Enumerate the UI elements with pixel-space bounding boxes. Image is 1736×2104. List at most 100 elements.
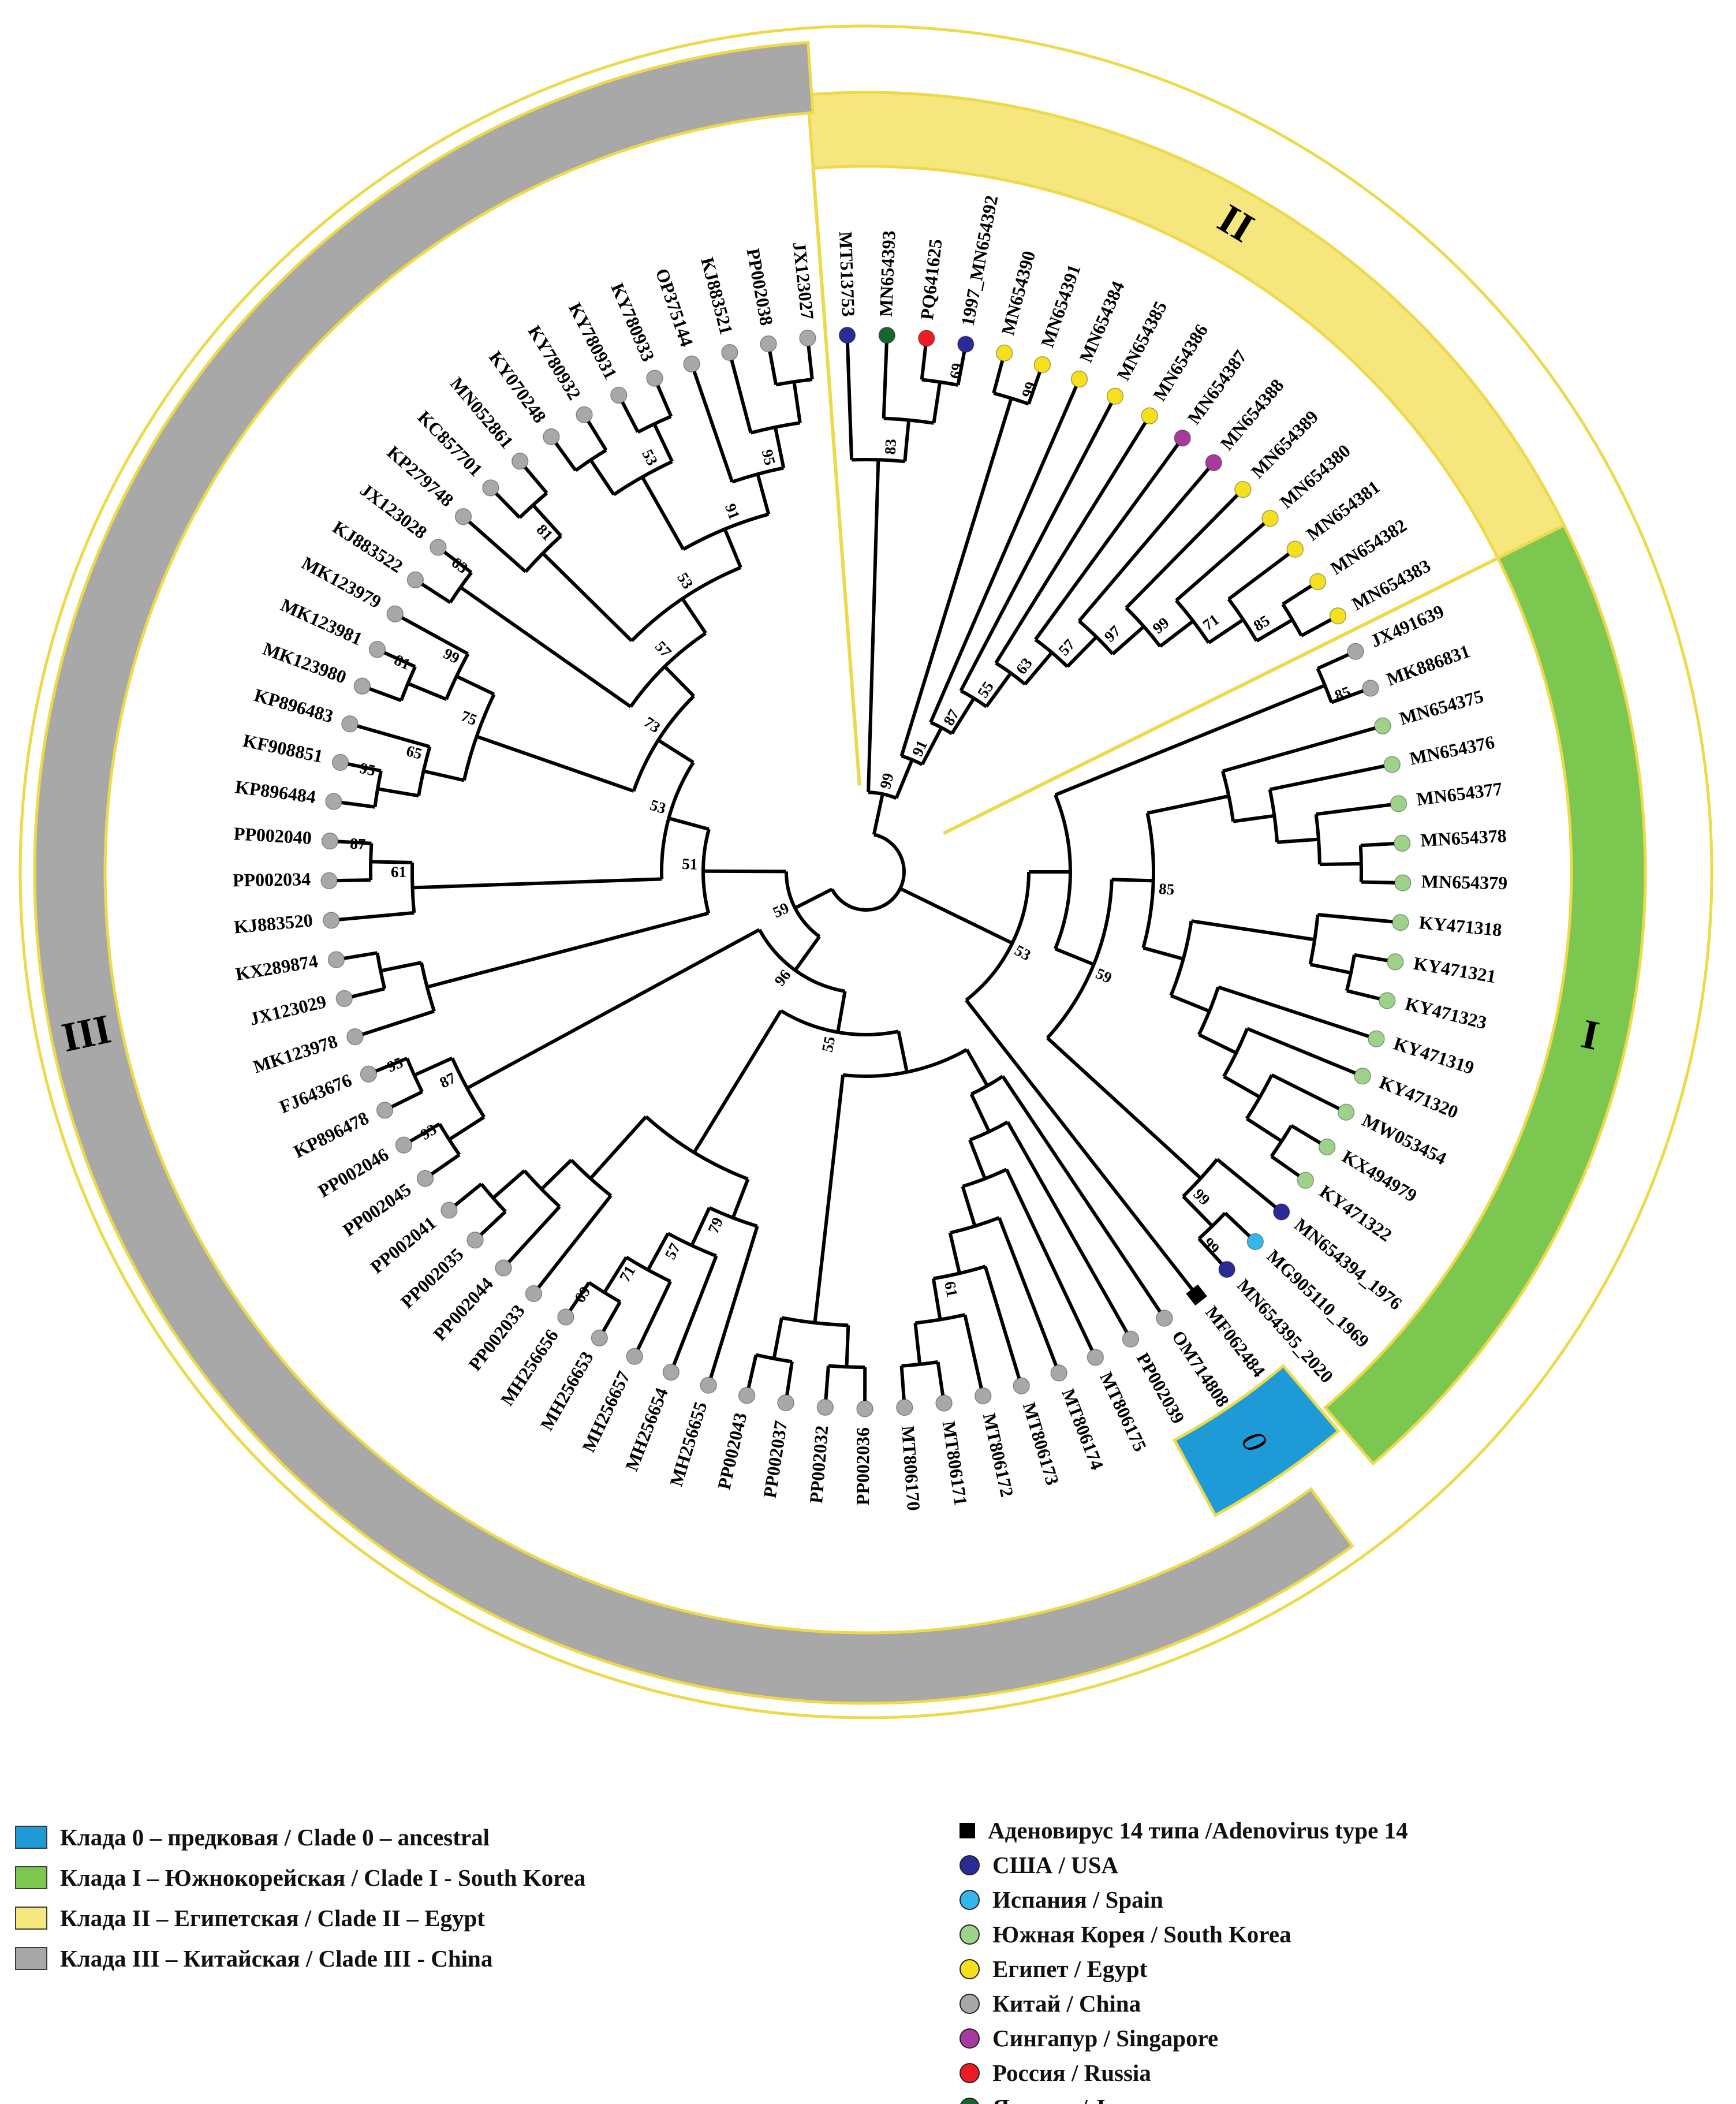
country-dot-china [626,1348,643,1365]
country-dot-usa [838,326,856,344]
branch [756,473,771,515]
branch-arc [1197,986,1220,1036]
branch [1309,963,1352,975]
country-dot-china [1050,1364,1067,1382]
clade-label-III: III [58,1006,115,1061]
branch-arc [757,928,846,993]
branch [1216,1158,1283,1214]
branch [1006,1121,1133,1340]
branch-arc [574,449,607,472]
country-dot-south_korea [1337,1103,1355,1121]
country-dot-singapore [1174,429,1191,447]
marker-swatch-usa [960,1855,980,1875]
legend-clades: Клада 0 – предковая / Clade 0 – ancestra… [15,1823,585,1972]
bootstrap-value: 95 [759,447,779,467]
taxon-label-PQ641625: PQ641625 [916,238,946,321]
legend-item-china: Китай / China [960,1990,1408,2017]
legend-label-spain: Испания / Spain [992,1886,1163,1913]
marker-swatch-japan [960,2097,980,2104]
branch-arc [523,1169,561,1208]
taxon-label-MN654393: MN654393 [875,230,899,318]
country-dot-china [856,1400,873,1417]
taxon-label-KY780933: KY780933 [607,280,659,365]
branch [423,769,465,782]
branch [681,598,707,635]
taxon-label-JX123029: JX123029 [248,991,328,1029]
branch [589,1115,648,1180]
branch [540,1158,573,1191]
country-dot-china [1362,680,1379,697]
country-dot-egypt [1261,509,1279,527]
legend-item-usa: США / USA [960,1851,1408,1879]
country-dot-south_korea [1379,992,1396,1009]
branch [1233,814,1275,823]
branch-arc [929,721,953,736]
country-dot-egypt [1033,356,1051,374]
branch [532,503,562,538]
clade-band-III [33,40,1354,1705]
branch-arc [1078,620,1114,655]
branch [1182,1195,1214,1228]
country-dot-south_korea [1390,795,1408,812]
country-dot-china [395,1136,413,1154]
branch [1218,985,1377,1041]
country-dot-china [1156,1310,1173,1327]
branch [961,1185,977,1227]
branch [633,1281,673,1357]
branch [1054,684,1326,797]
country-dot-china [799,329,816,347]
country-dot-south_korea [1368,1030,1385,1047]
country-dot-china [430,539,447,556]
taxon-label-MN654379: MN654379 [1421,871,1507,893]
taxon-label-MN654378: MN654378 [1420,825,1507,850]
country-dot-egypt [1141,407,1158,425]
bootstrap-value: 71 [1200,611,1222,634]
bootstrap-value: 75 [458,707,479,729]
branch [931,1278,942,1320]
country-dot-usa [957,335,975,353]
branch [867,460,880,793]
branch [1111,625,1145,655]
legend-label-china: Китай / China [992,1990,1141,2017]
branch-arc [629,632,707,708]
legend-item-singapore: Сингапур / Singapore [960,2024,1408,2052]
branch [462,515,527,573]
taxon-label-KY471318: KY471318 [1418,912,1503,940]
branch-arc [1281,603,1303,637]
taxon-label-PP002038: PP002038 [742,247,777,327]
branch [1046,1036,1202,1180]
branch-arc [630,566,742,643]
taxon-label-MK123980: MK123980 [260,638,349,688]
branch [412,877,662,890]
branch [426,911,709,989]
taxon-label-MN654384: MN654384 [1075,278,1128,365]
country-dot-china [760,335,777,353]
branch-arc [613,460,673,497]
marker-swatch-russia [960,2062,980,2083]
clade-ii-boundary-line [811,168,861,786]
branch [1147,794,1230,815]
country-dot-china [591,1329,608,1347]
taxon-label-KP896478: KP896478 [290,1107,372,1162]
bootstrap-value: 57 [1055,636,1078,659]
branch-arc [1125,606,1162,648]
country-dot-south_korea [1297,1172,1315,1189]
clade-swatch-II [15,1907,47,1930]
bootstrap-value: 79 [704,1215,726,1236]
branch-arc [632,695,695,792]
country-dot-china [440,1202,458,1219]
branch-arc [1316,667,1334,703]
branch [690,363,734,483]
country-dot-china [331,753,349,771]
taxon-label-MN654377: MN654377 [1415,778,1503,809]
legend-item-japan: Япония / Japan [960,2094,1408,2104]
taxon-label-KY471321: KY471321 [1412,953,1498,987]
bootstrap-value: 53 [1012,941,1034,964]
country-dot-china [346,1028,364,1046]
bootstrap-value: 95 [358,759,376,779]
taxon-label-MN654376: MN654376 [1408,732,1496,769]
branch [640,476,685,550]
legend-label-0: Клада 0 – предковая / Clade 0 – ancestra… [60,1824,490,1851]
